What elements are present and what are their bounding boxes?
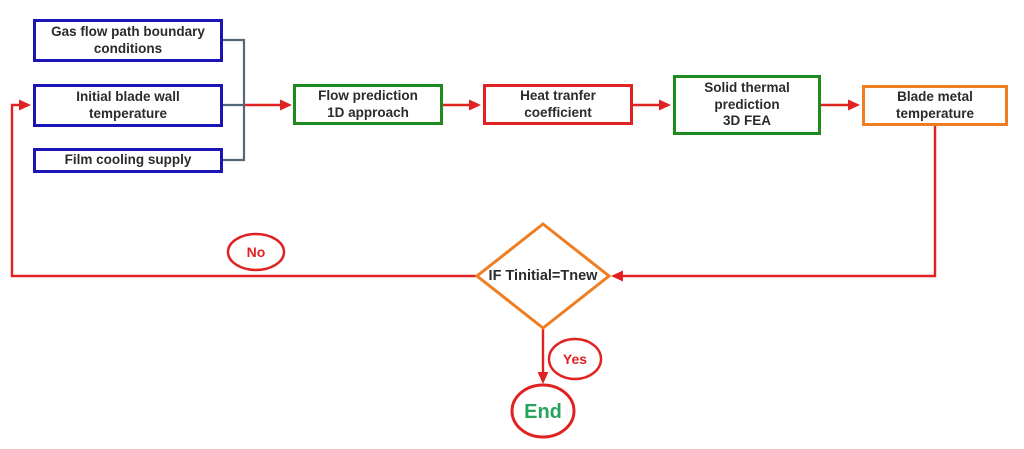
arrow-no-feedback-loop <box>10 99 477 278</box>
process-box-solid-thermal-prediction: Solid thermal prediction 3D FEA <box>673 75 821 135</box>
no-branch-label: No <box>246 244 266 260</box>
yes-oval <box>547 337 603 381</box>
input-box-gas-flow-path: Gas flow path boundary conditions <box>33 19 223 62</box>
arrow-blade-metal-to-decision <box>611 126 937 282</box>
input-bracket-connector <box>223 38 246 162</box>
decision-diamond <box>474 222 612 330</box>
process-box-heat-transfer-coefficient: Heat tranfer coefficient <box>483 84 633 125</box>
end-oval <box>510 383 576 439</box>
no-oval <box>226 232 286 272</box>
process-box-flow-prediction: Flow prediction 1D approach <box>293 84 443 125</box>
input-box-initial-blade-wall: Initial blade wall temperature <box>33 84 223 127</box>
end-label: End <box>524 401 562 423</box>
yes-branch-label: Yes <box>562 351 588 367</box>
decision-label: IF Tinitial=Tnew <box>488 268 598 284</box>
process-box-blade-metal-temperature: Blade metal temperature <box>862 85 1008 126</box>
input-box-film-cooling-supply: Film cooling supply <box>33 148 223 173</box>
